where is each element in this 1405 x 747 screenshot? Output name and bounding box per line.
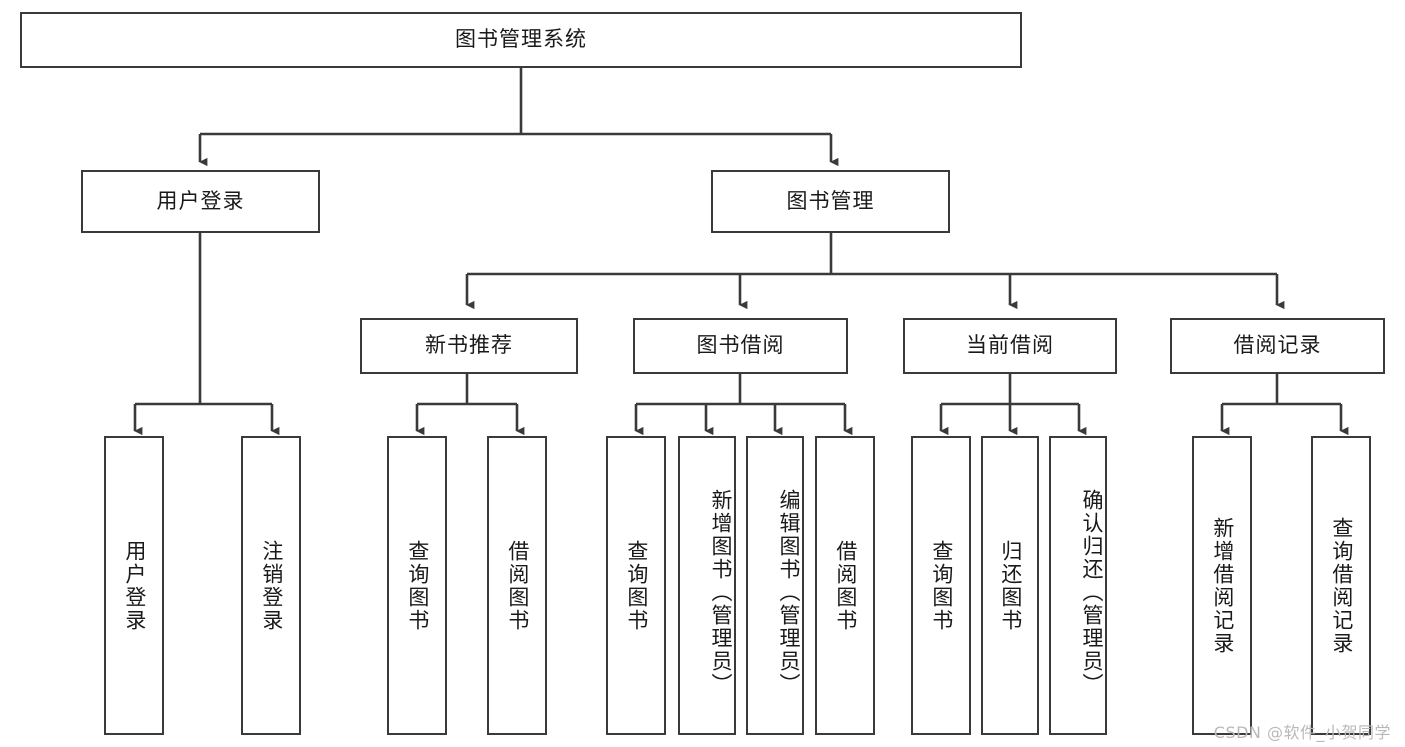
node-user-login[interactable]: 用户登录	[81, 170, 320, 233]
node-current-borrow[interactable]: 当前借阅	[903, 318, 1117, 374]
leaf-user-login-signout[interactable]: 注销登录	[241, 436, 301, 735]
node-book-borrow[interactable]: 图书借阅	[633, 318, 848, 374]
leaf-newbook-query-book[interactable]: 查询图书	[387, 436, 447, 735]
leaf-borrowrecord-add-record[interactable]: 新增借阅记录	[1192, 436, 1252, 735]
leaf-bookborrow-borrow-book[interactable]: 借阅图书	[815, 436, 875, 735]
leaf-currentborrow-confirm-return-admin[interactable]: 确认归还（管理员）	[1049, 436, 1107, 735]
leaf-currentborrow-return-book[interactable]: 归还图书	[981, 436, 1039, 735]
leaf-bookborrow-edit-book-admin[interactable]: 编辑图书（管理员）	[746, 436, 804, 735]
node-book-manage[interactable]: 图书管理	[711, 170, 950, 233]
node-new-book-recommend[interactable]: 新书推荐	[360, 318, 578, 374]
csdn-watermark: CSDN @软件_小贺同学	[1213, 723, 1391, 742]
leaf-borrowrecord-query-record[interactable]: 查询借阅记录	[1311, 436, 1371, 735]
leaf-bookborrow-add-book-admin[interactable]: 新增图书（管理员）	[678, 436, 736, 735]
leaf-bookborrow-query-book[interactable]: 查询图书	[606, 436, 666, 735]
leaf-newbook-borrow-book[interactable]: 借阅图书	[487, 436, 547, 735]
leaf-user-login-signin[interactable]: 用户登录	[104, 436, 164, 735]
node-root-system[interactable]: 图书管理系统	[20, 12, 1022, 68]
leaf-currentborrow-query-book[interactable]: 查询图书	[911, 436, 971, 735]
node-borrow-record[interactable]: 借阅记录	[1170, 318, 1385, 374]
